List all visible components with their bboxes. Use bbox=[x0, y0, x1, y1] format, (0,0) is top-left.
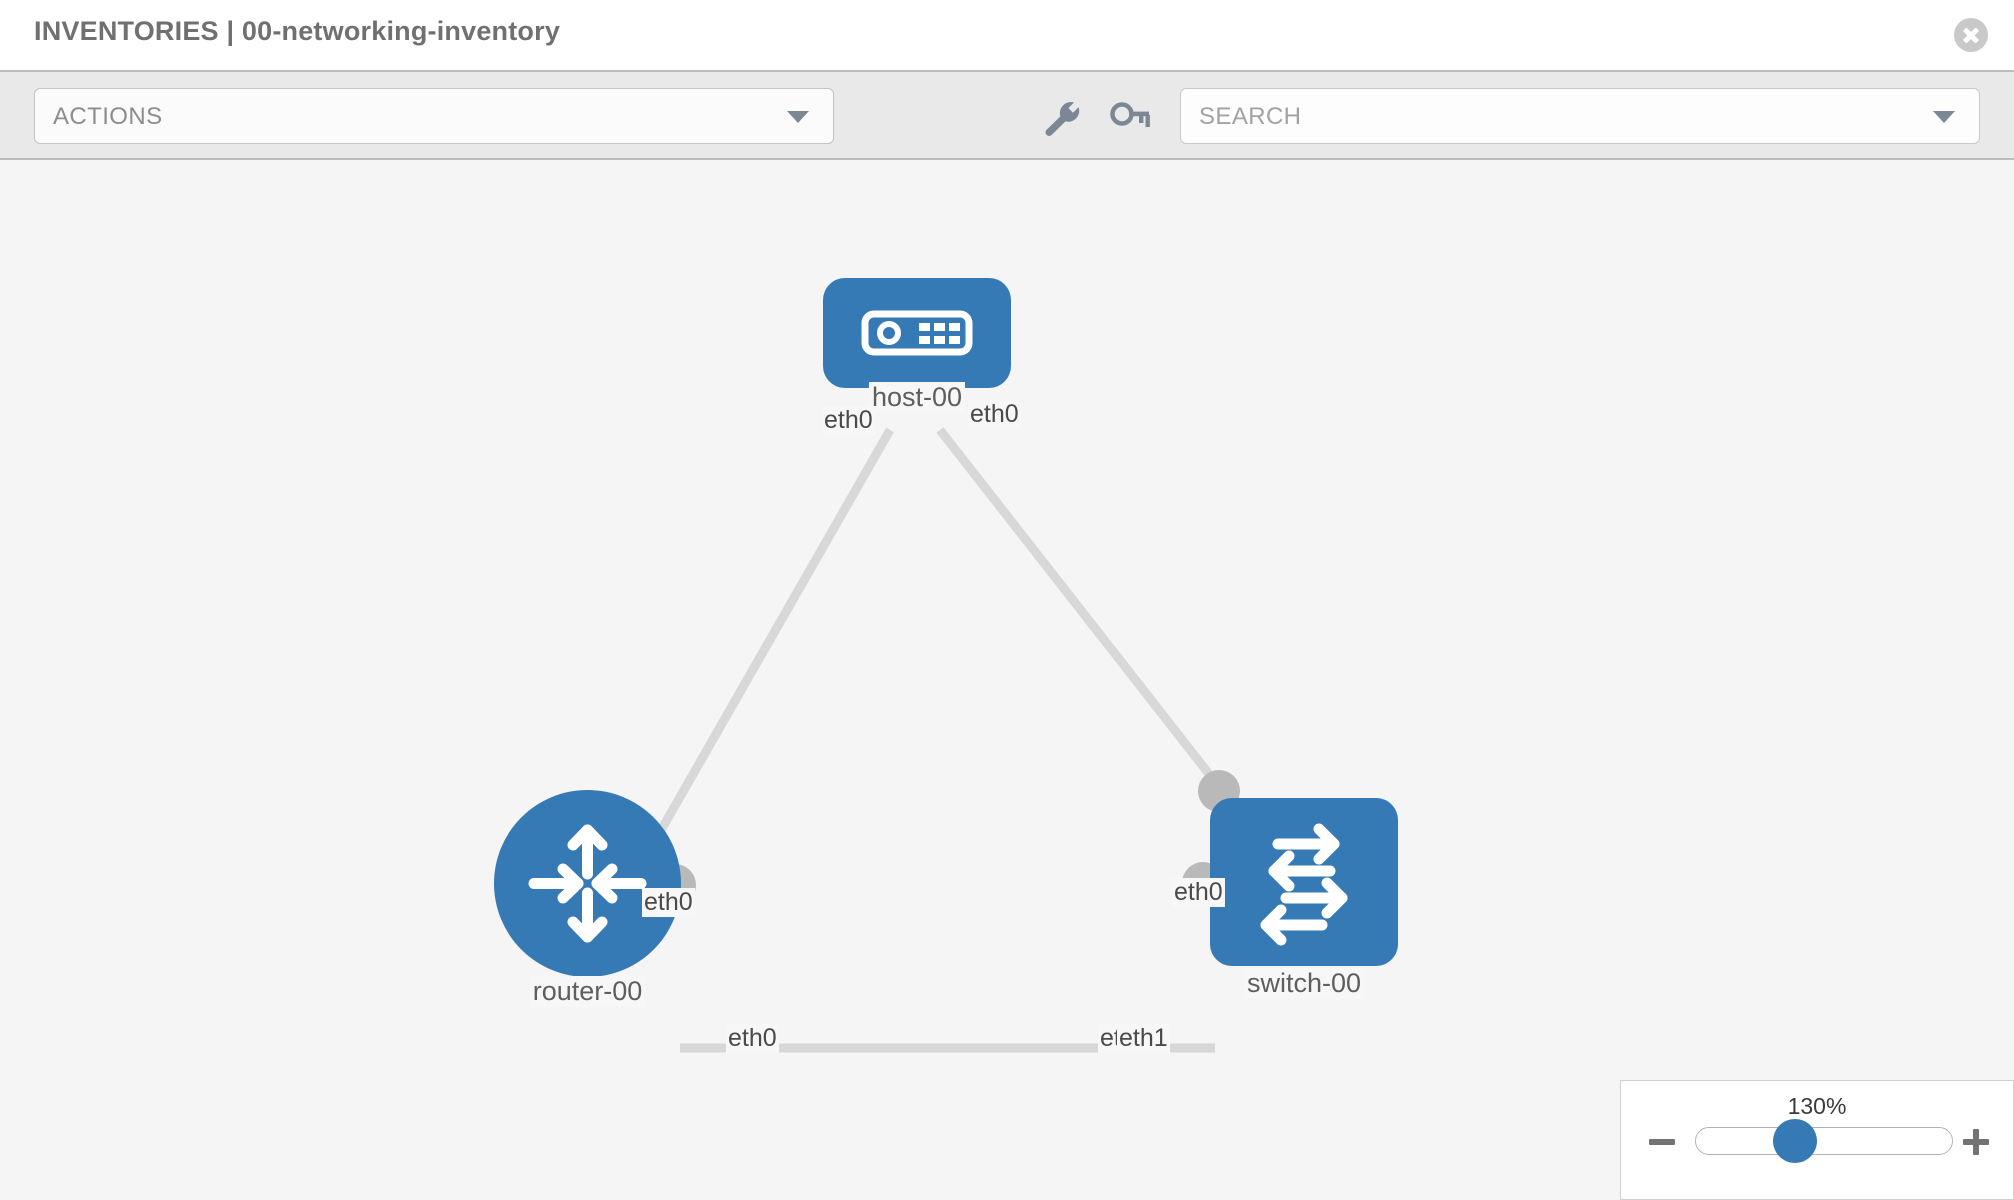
zoom-slider-thumb[interactable] bbox=[1773, 1119, 1817, 1163]
close-icon[interactable] bbox=[1954, 18, 1988, 52]
wrench-icon[interactable] bbox=[1040, 98, 1084, 138]
node-switch-00-shape bbox=[1210, 798, 1398, 966]
link-router-host bbox=[656, 427, 894, 835]
zoom-control: 130% bbox=[1620, 1080, 2014, 1200]
node-host-00[interactable]: host-00 bbox=[823, 278, 1011, 413]
edge-label-host-right: eth0 bbox=[968, 400, 1021, 429]
node-router-00-shape bbox=[494, 790, 681, 977]
edge-label-switch-left: eth1 bbox=[1117, 1024, 1170, 1053]
zoom-in-button[interactable] bbox=[1961, 1127, 1991, 1157]
page-title: INVENTORIES | 00-networking-inventory bbox=[34, 16, 561, 46]
zoom-slider-track[interactable] bbox=[1695, 1127, 1953, 1155]
chevron-down-icon[interactable] bbox=[1933, 111, 1955, 123]
node-router-00[interactable]: router-00 bbox=[494, 790, 696, 1007]
edge-label-router-up: eth0 bbox=[642, 888, 695, 917]
chevron-down-icon bbox=[787, 111, 809, 123]
search-placeholder: SEARCH bbox=[1199, 103, 1302, 130]
node-switch-00[interactable]: switch-00 bbox=[1182, 770, 1398, 999]
toolbar: ACTIONS SEARCH bbox=[0, 70, 2014, 160]
actions-dropdown-label: ACTIONS bbox=[53, 103, 163, 130]
server-icon bbox=[861, 310, 973, 356]
node-router-00-label: router-00 bbox=[529, 976, 646, 1007]
edge-label-switch-up: eth0 bbox=[1172, 878, 1225, 907]
actions-dropdown[interactable]: ACTIONS bbox=[34, 88, 834, 144]
topology-canvas[interactable]: host-00 eth0 eth0 bbox=[0, 160, 2014, 1200]
node-switch-00-label: switch-00 bbox=[1243, 968, 1365, 999]
minus-icon bbox=[1649, 1139, 1675, 1145]
zoom-out-button[interactable] bbox=[1647, 1127, 1677, 1157]
router-arrows-icon bbox=[528, 824, 647, 943]
node-host-00-label: host-00 bbox=[868, 382, 966, 413]
edge-label-host-left: eth0 bbox=[822, 406, 875, 435]
link-host-switch bbox=[936, 427, 1249, 823]
edge-label-router-right: eth0 bbox=[726, 1024, 779, 1053]
zoom-level-label: 130% bbox=[1787, 1093, 1847, 1119]
key-icon[interactable] bbox=[1108, 98, 1152, 138]
page-header: INVENTORIES | 00-networking-inventory bbox=[0, 0, 2014, 70]
plus-icon-vertical bbox=[1973, 1129, 1979, 1155]
search-input[interactable]: SEARCH bbox=[1180, 88, 1980, 144]
switch-arrows-icon bbox=[1260, 823, 1348, 946]
node-host-00-shape bbox=[823, 278, 1011, 388]
